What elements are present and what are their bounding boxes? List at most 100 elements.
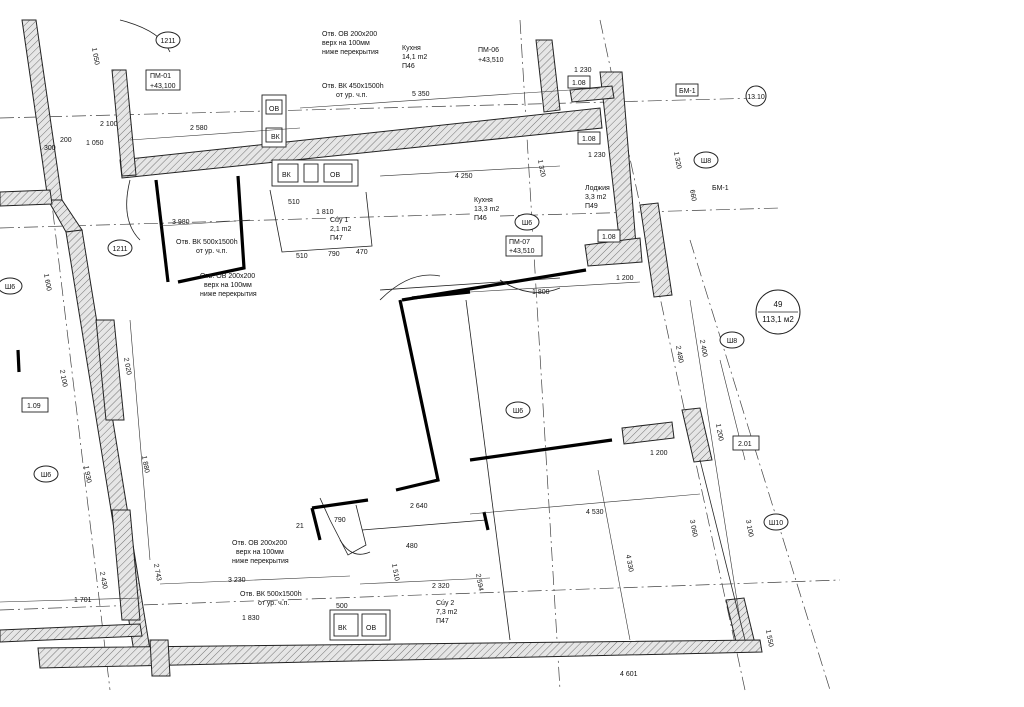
note: верх на 100мм bbox=[236, 549, 284, 556]
room-code: П46 bbox=[402, 63, 415, 70]
mark-elevation: +43,510 bbox=[478, 57, 504, 64]
partitions bbox=[269, 189, 746, 641]
axis-label: Ш8 bbox=[727, 338, 737, 345]
new-partitions bbox=[16, 175, 613, 541]
dimension: 21 bbox=[296, 523, 304, 530]
mark-code: ПМ-06 bbox=[478, 47, 499, 54]
room-name: Лоджия bbox=[585, 185, 610, 192]
tag: 1.08 bbox=[582, 136, 596, 143]
axis-bubbles: 1211 1211 Ш6 Ш6 Ш8 Ш8 Ш10 Ш6 Ш6 13.10 bbox=[0, 31, 789, 531]
dimension: 790 bbox=[328, 251, 340, 258]
note: ниже перекрытия bbox=[232, 558, 289, 565]
axis-label: Ш6 bbox=[522, 220, 532, 227]
note: Отв. ВК 500x1500h bbox=[176, 239, 238, 246]
vent-label: ОВ bbox=[366, 625, 376, 632]
apartment-number: 49 bbox=[774, 300, 783, 309]
vent-label: ОВ bbox=[330, 172, 340, 179]
dimension: 1 701 bbox=[74, 597, 92, 604]
room-labels: Кухня 14,1 m2 П46 Кухня 13,3 m2 П46 Лодж… bbox=[330, 45, 610, 625]
room-name: Сúу 2 bbox=[436, 600, 454, 607]
room-code: П47 bbox=[330, 235, 343, 242]
apartment-marker: 49 113,1 м2 bbox=[755, 289, 801, 335]
dimension: 1 800 bbox=[532, 289, 550, 296]
axis-label: Ш6 bbox=[513, 408, 523, 415]
dimension: 2 320 bbox=[432, 583, 450, 590]
vent-label: ОВ bbox=[269, 106, 279, 113]
dimension-lines bbox=[0, 87, 746, 641]
dimension: 1 320 bbox=[536, 159, 546, 178]
mark-elevation: +43,510 bbox=[509, 248, 535, 255]
tag: БМ-1 bbox=[679, 88, 696, 95]
vent-label: ВК bbox=[271, 134, 281, 141]
dimension: 2 020 bbox=[122, 357, 132, 376]
dimension-values: 5 350 2 580 2 100 1 050 300 200 4 250 3 … bbox=[42, 47, 774, 678]
note: верх на 100мм bbox=[204, 282, 252, 289]
room-code: П46 bbox=[474, 215, 487, 222]
tag: 1.08 bbox=[602, 234, 616, 241]
dimension: 1 200 bbox=[650, 450, 668, 457]
dimension: 1 600 bbox=[42, 273, 52, 292]
note: Отв. ОВ 200x200 bbox=[200, 273, 255, 280]
note: от ур. ч.п. bbox=[258, 600, 289, 607]
dimension: 4 601 bbox=[620, 671, 638, 678]
vent-label: ВК bbox=[338, 625, 348, 632]
dimension: 3 060 bbox=[688, 519, 698, 538]
dimension: 1 200 bbox=[616, 275, 634, 282]
apartment-area: 113,1 м2 bbox=[762, 315, 794, 324]
note: Отв. ВК 500x1500h bbox=[240, 591, 302, 598]
note: Отв. ВК 450x1500h bbox=[322, 83, 384, 90]
dimension: 1 230 bbox=[588, 152, 606, 159]
note: ниже перекрытия bbox=[200, 291, 257, 298]
dimension: 510 bbox=[288, 199, 300, 206]
room-area: 7,3 m2 bbox=[436, 609, 458, 616]
dimension: 2 430 bbox=[98, 571, 108, 590]
vent-label: ВК bbox=[282, 172, 292, 179]
room-code: П49 bbox=[585, 203, 598, 210]
axis-label: Ш6 bbox=[41, 472, 51, 479]
dimension: 4 530 bbox=[586, 509, 604, 516]
note: Отв. ОВ 200x200 bbox=[322, 31, 377, 38]
opening-notes: Отв. ОВ 200x200 верх на 100мм ниже перек… bbox=[176, 31, 384, 607]
dimension: 500 bbox=[336, 603, 348, 610]
dimension: 2 594 bbox=[474, 573, 484, 592]
dimension: 2 400 bbox=[698, 339, 708, 358]
dimension: 1 050 bbox=[90, 47, 100, 66]
note: верх на 100мм bbox=[322, 40, 370, 47]
dimension: 4 330 bbox=[624, 554, 634, 573]
dimension: 2 480 bbox=[674, 345, 684, 364]
room-area: 14,1 m2 bbox=[402, 54, 427, 61]
mark-code: ПМ-01 bbox=[150, 73, 171, 80]
tag: 1.08 bbox=[572, 80, 586, 87]
dimension: 3 230 bbox=[228, 577, 246, 584]
walls bbox=[0, 19, 763, 677]
dimension: 1 320 bbox=[672, 151, 682, 170]
dimension: 2 100 bbox=[100, 121, 118, 128]
axis-label: 13.10 bbox=[747, 94, 765, 101]
dimension: 1 880 bbox=[140, 455, 150, 474]
tags: ПМ-01 +43,100 ПМ-06 +43,510 ПМ-07 +43,51… bbox=[21, 47, 760, 632]
room-code: П47 bbox=[436, 618, 449, 625]
axis-label: Ш8 bbox=[701, 158, 711, 165]
dimension: 1 050 bbox=[86, 140, 104, 147]
dimension: 2 743 bbox=[152, 563, 162, 582]
dimension: 1 830 bbox=[242, 615, 260, 622]
tag: 2.01 bbox=[738, 441, 752, 448]
axis-label: Ш10 bbox=[769, 520, 783, 527]
dimension: 3 100 bbox=[744, 519, 754, 538]
axis-label: Ш6 bbox=[5, 284, 15, 291]
mark-elevation: +43,100 bbox=[150, 83, 176, 90]
vent-shafts bbox=[261, 94, 391, 641]
dimension: 1 230 bbox=[574, 67, 592, 74]
axis-label: 1211 bbox=[160, 38, 175, 45]
note: ниже перекрытия bbox=[322, 49, 379, 56]
tag: БМ-1 bbox=[712, 185, 729, 192]
dimension: 1 810 bbox=[316, 209, 334, 216]
dimension: 2 100 bbox=[58, 369, 68, 388]
dimension: 480 bbox=[406, 543, 418, 550]
dimension: 4 250 bbox=[455, 173, 473, 180]
tag: 1.09 bbox=[27, 403, 41, 410]
room-area: 2,1 m2 bbox=[330, 226, 352, 233]
note: от ур. ч.п. bbox=[336, 92, 367, 99]
dimension: 2 640 bbox=[410, 503, 428, 510]
dimension: 1 200 bbox=[714, 423, 724, 442]
